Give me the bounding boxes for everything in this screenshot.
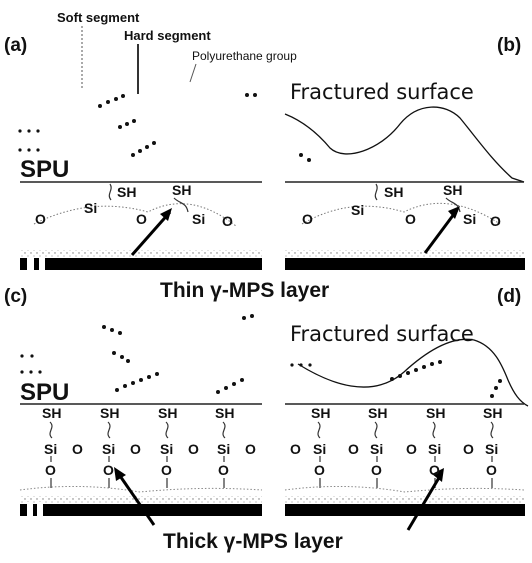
panel-d-sh-2: SH (368, 405, 388, 421)
panel-c-sh-1: SH (42, 405, 62, 421)
panel-a-o-3: O (222, 213, 233, 229)
thick-layer-caption: Thick γ-MPS layer (163, 530, 343, 553)
panel-a-sh-2: SH (172, 182, 192, 198)
panel-a-si-1: Si (84, 200, 98, 216)
panel-label-c: (c) (4, 286, 28, 307)
panel-d-o-8: O (486, 462, 497, 478)
panel-b-chain (301, 202, 501, 225)
panel-label-d: (d) (497, 286, 522, 307)
panel-d-si-2: Si (370, 441, 384, 457)
panel-a-sh-1: SH (117, 184, 137, 200)
panel-c-si-4: Si (217, 441, 231, 457)
panel-d-squiggles (317, 421, 494, 439)
panel-c-o-8: O (218, 462, 229, 478)
panel-c-bonds (50, 456, 225, 488)
thin-layer-arrow-b (423, 209, 459, 254)
panel-b-si-1: Si (351, 202, 365, 218)
spu-label-c: SPU (20, 379, 70, 406)
panel-a-squiggle-1 (108, 183, 112, 201)
panel-c-o-5: O (45, 462, 56, 478)
thick-layer-arrow-c (116, 472, 156, 526)
fractured-surface-label-b: Fractured surface (290, 80, 474, 104)
panel-d-sh-4: SH (483, 405, 503, 421)
panel-d-sh-1: SH (311, 405, 331, 421)
panel-c-si-2: Si (102, 441, 116, 457)
panel-b-substrate (285, 258, 525, 270)
panel-d-o-7: O (429, 462, 440, 478)
panel-a-segments (18, 93, 257, 157)
polyurethane-leader (189, 63, 197, 83)
panel-a-squiggle-2 (173, 197, 189, 213)
panel-c-squiggles (49, 421, 226, 439)
panel-b-graphics (284, 106, 525, 270)
panel-b-fracture-curve (284, 106, 525, 183)
panel-label-b: (b) (497, 35, 522, 56)
panel-c-o-6: O (103, 462, 114, 478)
legend-polyurethane-group: Polyurethane group (192, 49, 297, 63)
panel-a-substrate-grain (20, 250, 262, 258)
panel-d-fracture-curve (297, 338, 529, 407)
panel-d-sh-3: SH (426, 405, 446, 421)
panel-c-sh-2: SH (100, 405, 120, 421)
panel-d-si-3: Si (428, 441, 442, 457)
panel-c-o-4: O (245, 441, 256, 457)
panel-c-substrate (20, 504, 262, 516)
panel-c-si-3: Si (160, 441, 174, 457)
panel-d-o-6: O (371, 462, 382, 478)
panel-c-o-2: O (130, 441, 141, 457)
panel-c-sh-4: SH (215, 405, 235, 421)
spu-label-a: SPU (20, 156, 70, 183)
panel-d-substrate (285, 504, 525, 516)
panel-b-sh-1: SH (384, 184, 404, 200)
panel-a-si-2: Si (192, 211, 206, 227)
panel-d-si-1: Si (313, 441, 327, 457)
panel-a-o-2: O (136, 211, 147, 227)
panel-b-o-1: O (302, 211, 313, 227)
panel-c-o-1: O (72, 441, 83, 457)
panel-a-substrate (20, 258, 262, 270)
legend-hard-segment: Hard segment (124, 28, 211, 43)
panel-b-sh-2: SH (443, 182, 463, 198)
panel-d-segments (290, 360, 502, 398)
panel-c-segments (20, 314, 254, 394)
panel-a-graphics (18, 93, 262, 272)
panel-c-graphics (19, 314, 263, 526)
panel-d-bonds (319, 456, 493, 488)
panel-d-o-5: O (314, 462, 325, 478)
fractured-surface-label-d: Fractured surface (290, 322, 474, 346)
panel-d-graphics (284, 338, 529, 531)
panel-b-si-2: Si (463, 211, 477, 227)
panel-label-a: (a) (4, 35, 28, 56)
thin-layer-arrow-a (130, 211, 172, 256)
panel-a-o-1: O (35, 211, 46, 227)
panel-d-o-3: O (406, 441, 417, 457)
thin-layer-caption: Thin γ-MPS layer (160, 279, 330, 302)
panel-c-o-3: O (188, 441, 199, 457)
panel-a-chain (33, 203, 237, 227)
panel-d-o-1: O (290, 441, 301, 457)
panel-c-si-1: Si (44, 441, 58, 457)
thick-layer-arrow-d (406, 475, 442, 531)
panel-c-sh-3: SH (158, 405, 178, 421)
panel-d-o-2: O (348, 441, 359, 457)
panel-b-o-3: O (490, 213, 501, 229)
panel-d-o-4: O (463, 441, 474, 457)
panel-b-o-2: O (405, 211, 416, 227)
legend-soft-segment: Soft segment (57, 10, 140, 25)
panel-c-o-7: O (161, 462, 172, 478)
panel-d-si-4: Si (485, 441, 499, 457)
